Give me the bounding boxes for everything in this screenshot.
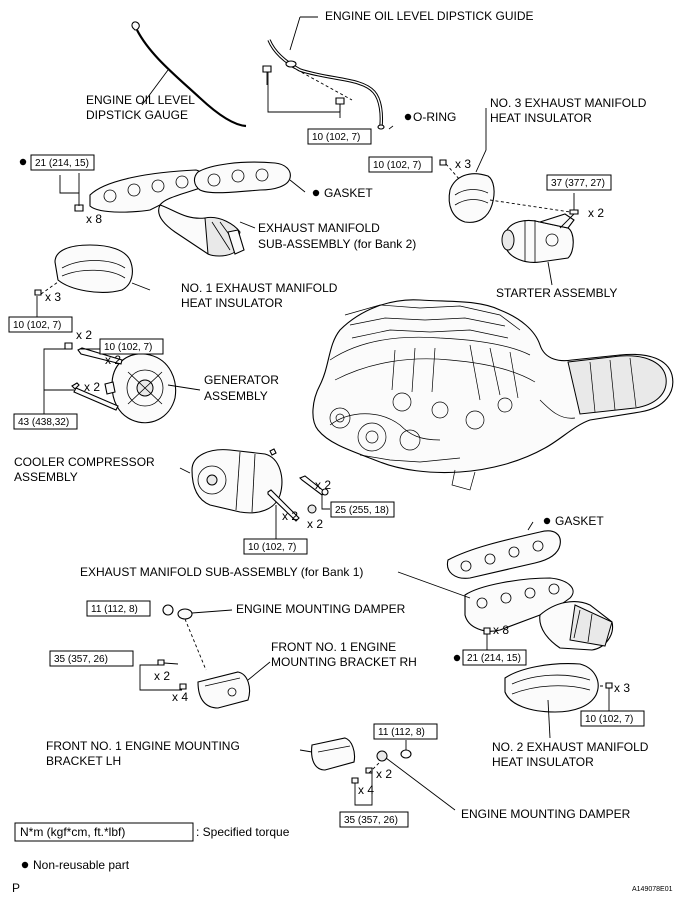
mult-bracket-lh-left: x 4	[358, 783, 374, 797]
label-generator-2: ASSEMBLY	[204, 389, 268, 403]
torque-exhaust-bank2: 21 (214, 15)	[35, 158, 89, 169]
torque-no2-insulator: 10 (102, 7)	[585, 714, 633, 725]
label-exhaust-bank2-2: SUB-ASSEMBLY (for Bank 2)	[258, 237, 416, 251]
label-no3-insulator-1: NO. 3 EXHAUST MANIFOLD	[490, 96, 647, 110]
label-damper-bottom: ENGINE MOUNTING DAMPER	[461, 807, 631, 821]
label-generator-1: GENERATOR	[204, 373, 279, 387]
non-reusable-marker	[312, 189, 320, 197]
torque-bracket-lh: 35 (357, 26)	[344, 815, 398, 826]
mult-bracket-rh-lower: x 4	[172, 690, 188, 704]
label-no1-insulator-1: NO. 1 EXHAUST MANIFOLD	[181, 281, 338, 295]
label-gasket-top: GASKET	[324, 186, 373, 200]
label-bracket-lh-1: FRONT NO. 1 ENGINE MOUNTING	[46, 739, 240, 753]
no1-heat-insulator	[34, 244, 151, 318]
mult-compressor-right: x 2	[307, 517, 323, 531]
label-no3-insulator-2: HEAT INSULATOR	[490, 111, 592, 125]
starter-assembly	[489, 193, 579, 286]
label-dipstick-guide: ENGINE OIL LEVEL DIPSTICK GUIDE	[325, 9, 534, 23]
torque-no1-insulator: 10 (102, 7)	[13, 320, 61, 331]
front-bracket-rh	[139, 659, 271, 709]
figure-code: A149078E01	[632, 886, 673, 893]
torque-no3-insulator: 10 (102, 7)	[373, 160, 421, 171]
mult-generator-lower: x 2	[84, 380, 100, 394]
torque-damper-bottom: 11 (112, 8)	[378, 727, 425, 738]
legend-torque-description: : Specified torque	[196, 825, 290, 839]
mult-compressor-left: x 2	[282, 509, 298, 523]
label-gasket-bank1: GASKET	[555, 514, 604, 528]
non-reusable-marker	[543, 517, 551, 525]
mult-generator-upper: x 2	[105, 353, 121, 367]
dipstick-gauge	[131, 21, 247, 128]
exhaust-manifold-bank1	[397, 571, 614, 658]
o-ring	[388, 113, 412, 130]
legend-non-reusable: Non-reusable part	[33, 858, 130, 872]
mult-exhaust-bank2: x 8	[86, 212, 102, 226]
gasket-top	[193, 161, 306, 194]
label-compressor-2: ASSEMBLY	[14, 470, 78, 484]
label-damper-top: ENGINE MOUNTING DAMPER	[236, 602, 406, 616]
label-dipstick-gauge-1: ENGINE OIL LEVEL	[86, 93, 195, 107]
torque-dipstick-guide: 10 (102, 7)	[312, 132, 360, 143]
mult-compressor-top: x 2	[315, 478, 331, 492]
non-reusable-marker	[19, 158, 27, 166]
no3-heat-insulator	[439, 108, 495, 223]
label-compressor-1: COOLER COMPRESSOR	[14, 455, 155, 469]
dipstick-guide	[262, 16, 385, 130]
label-exhaust-bank1: EXHAUST MANIFOLD SUB-ASSEMBLY (for Bank …	[80, 565, 363, 579]
label-exhaust-bank2-1: EXHAUST MANIFOLD	[258, 221, 380, 235]
mult-bracket-lh-right: x 2	[376, 767, 392, 781]
mult-bracket-rh-upper: x 2	[154, 669, 170, 683]
torque-generator-lower: 43 (438,32)	[18, 417, 69, 428]
gasket-bank1	[446, 521, 561, 579]
mult-no2-insulator: x 3	[614, 681, 630, 695]
legend-torque-units: N*m (kgf*cm, ft.*lbf)	[20, 825, 125, 839]
mult-exhaust-bank1: x 8	[493, 623, 509, 637]
torque-compressor-bottom: 10 (102, 7)	[248, 542, 296, 553]
mult-generator-nut: x 2	[76, 328, 92, 342]
cooler-compressor	[179, 448, 330, 540]
label-no2-insulator-2: HEAT INSULATOR	[492, 755, 594, 769]
mult-no1-insulator: x 3	[45, 290, 61, 304]
label-bracket-rh-2: MOUNTING BRACKET RH	[271, 655, 417, 669]
label-no1-insulator-2: HEAT INSULATOR	[181, 296, 283, 310]
corner-letter: P	[12, 881, 20, 895]
torque-damper-top: 11 (112, 8)	[91, 604, 138, 615]
torque-generator-upper: 10 (102, 7)	[104, 342, 152, 353]
front-bracket-lh	[299, 737, 456, 811]
mult-starter: x 2	[588, 206, 604, 220]
engine-mounting-damper-top	[162, 604, 233, 671]
engine-assembly	[312, 299, 674, 491]
torque-starter: 37 (377, 27)	[551, 178, 605, 189]
torque-exhaust-bank1: 21 (214, 15)	[467, 653, 521, 664]
legend-torque-box	[14, 822, 194, 842]
label-no2-insulator-1: NO. 2 EXHAUST MANIFOLD	[492, 740, 649, 754]
no2-heat-insulator	[504, 663, 613, 739]
torque-compressor-right: 25 (255, 18)	[335, 505, 389, 516]
label-dipstick-gauge-2: DIPSTICK GAUGE	[86, 108, 188, 122]
mult-no3-insulator: x 3	[455, 157, 471, 171]
label-starter: STARTER ASSEMBLY	[496, 286, 617, 300]
generator-assembly	[43, 342, 201, 424]
label-bracket-rh-1: FRONT NO. 1 ENGINE	[271, 640, 396, 654]
non-reusable-marker	[453, 654, 461, 662]
label-bracket-lh-2: BRACKET LH	[46, 754, 121, 768]
torque-bracket-rh: 35 (357, 26)	[54, 654, 108, 665]
label-o-ring: O-RING	[413, 110, 456, 124]
legend-non-reusable-dot	[21, 861, 29, 869]
